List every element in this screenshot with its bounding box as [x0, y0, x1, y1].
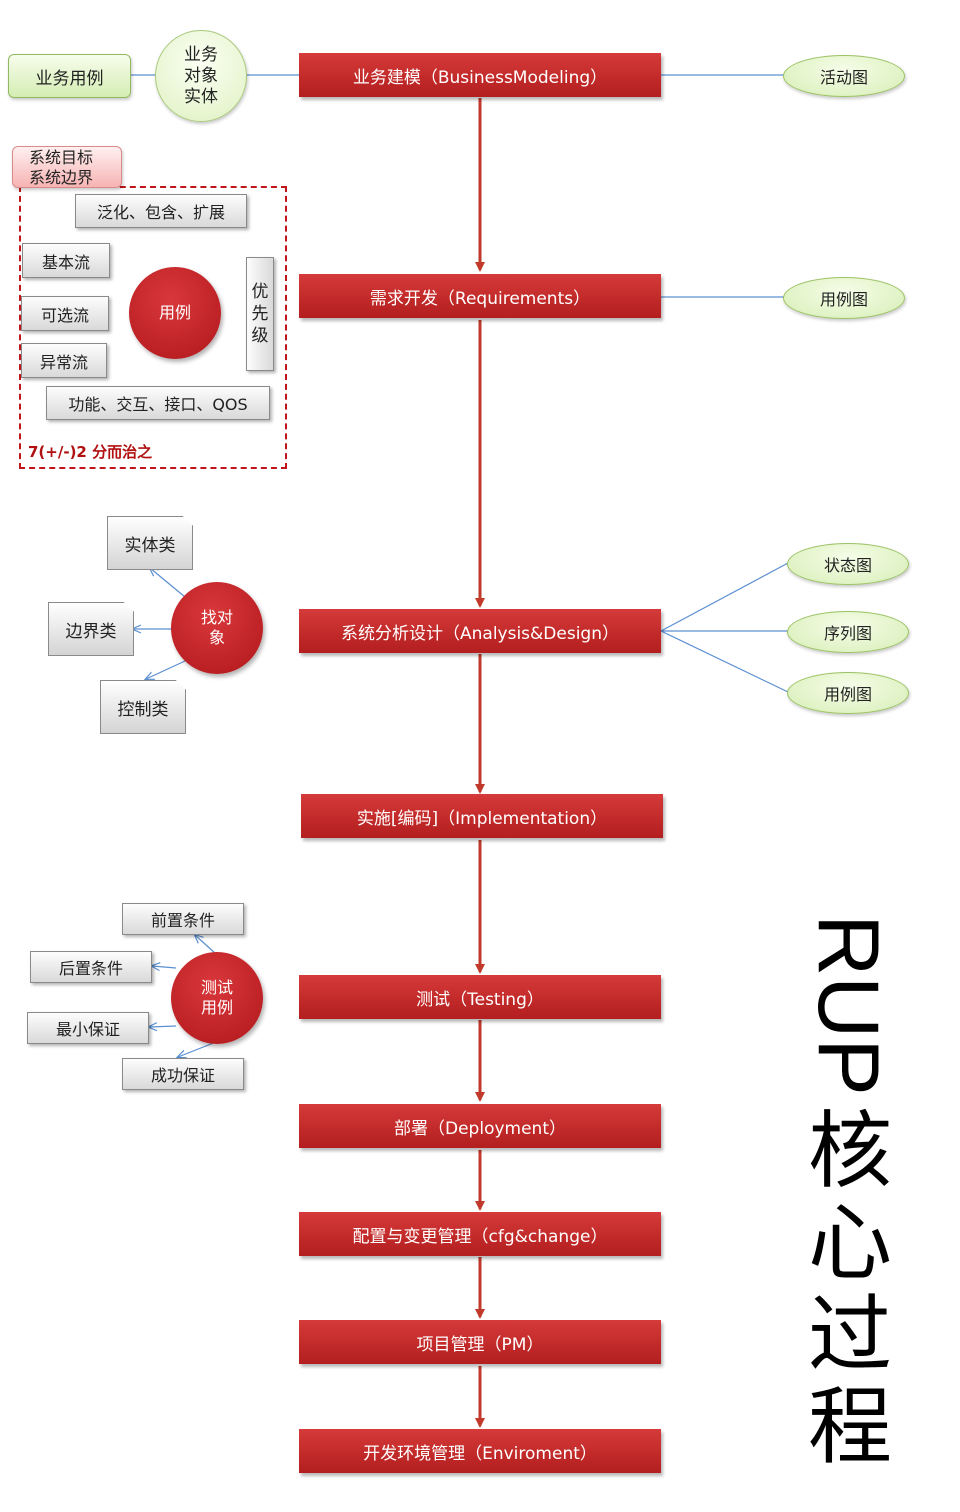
postcondition-box: 后置条件 [30, 951, 152, 983]
circle-line: 象 [208, 628, 225, 647]
stage-label: 测试（Testing） [416, 989, 544, 1010]
entity-line: 实体 [184, 86, 218, 107]
title-char: 程 [807, 1378, 892, 1476]
basic-flow-box: 基本流 [22, 243, 110, 278]
requirements-boundary [19, 186, 287, 469]
circle-line: 用例 [200, 998, 233, 1017]
diagram-connectors [660, 74, 789, 693]
stage-deployment: 部署（Deployment） [299, 1104, 661, 1148]
stage-requirements: 需求开发（Requirements） [299, 274, 661, 318]
stage-implementation: 实施[编码]（Implementation） [301, 794, 663, 838]
oval-label: 序列图 [823, 624, 872, 643]
circle-label: 用例 [158, 303, 191, 322]
pink-line: 系统边界 [29, 168, 94, 187]
oval-label: 活动图 [819, 68, 868, 87]
generalize-box: 泛化、包含、扩展 [75, 194, 247, 228]
circle-line: 测试 [200, 978, 233, 997]
stage-label: 配置与变更管理（cfg&change） [352, 1226, 608, 1247]
rup-core-process-title: RUP 核 心 过 程 [800, 905, 900, 1473]
circle-line: 找对 [200, 608, 233, 627]
priority-char: 级 [251, 326, 269, 346]
stage-label: 项目管理（PM） [416, 1334, 544, 1355]
find-objects-circle: 找对 象 [171, 582, 263, 674]
boundary-class-note: 边界类 [48, 602, 134, 656]
pink-line: 系统目标 [29, 148, 94, 167]
stage-project-management: 项目管理（PM） [299, 1320, 661, 1364]
priority-char: 先 [251, 304, 269, 324]
system-goal-box: 系统目标 系统边界 [12, 146, 122, 188]
usecase-circle: 用例 [129, 267, 221, 359]
oval-label: 状态图 [823, 556, 872, 575]
alternate-flow-box: 可选流 [21, 296, 109, 331]
stage-label: 部署（Deployment） [394, 1118, 566, 1139]
stage-label: 系统分析设计（Analysis&Design） [341, 623, 619, 644]
control-class-note: 控制类 [100, 680, 186, 734]
usecase-diagram-oval-2: 用例图 [787, 672, 909, 714]
stage-testing: 测试（Testing） [299, 975, 661, 1019]
box-label: 前置条件 [150, 911, 215, 930]
box-label: 成功保证 [150, 1066, 215, 1085]
title-rup: RUP [800, 914, 896, 1096]
business-usecase-box: 业务用例 [8, 54, 131, 98]
stage-config-change: 配置与变更管理（cfg&change） [299, 1212, 661, 1256]
title-char: 核 [807, 1102, 892, 1200]
box-label: 后置条件 [58, 959, 123, 978]
activity-diagram-oval: 活动图 [783, 55, 905, 97]
exception-flow-box: 异常流 [21, 343, 107, 378]
note-label: 实体类 [124, 535, 176, 556]
nfr-box: 功能、交互、接口、QOS [46, 386, 270, 420]
stage-label: 实施[编码]（Implementation） [356, 808, 608, 829]
box-label: 泛化、包含、扩展 [96, 203, 225, 222]
stage-label: 开发环境管理（Enviroment） [363, 1443, 597, 1464]
box-label: 基本流 [41, 252, 90, 272]
minimal-guarantee-box: 最小保证 [27, 1012, 149, 1044]
stage-environment: 开发环境管理（Enviroment） [299, 1429, 661, 1473]
stage-label: 需求开发（Requirements） [369, 288, 591, 309]
box-label: 业务用例 [35, 68, 104, 89]
test-case-circle: 测试 用例 [171, 952, 263, 1044]
business-entity-circle: 业务 对象 实体 [155, 30, 247, 122]
box-label: 异常流 [39, 352, 88, 372]
box-label: 最小保证 [55, 1020, 120, 1039]
stage-analysis-design: 系统分析设计（Analysis&Design） [299, 609, 661, 653]
oval-label: 用例图 [823, 685, 872, 704]
entity-class-note: 实体类 [107, 516, 193, 570]
note-label: 控制类 [117, 699, 169, 720]
state-diagram-oval: 状态图 [787, 543, 909, 585]
box-label: 可选流 [40, 305, 89, 325]
divide-conquer-text: 7(+/-)2 分而治之 [28, 443, 153, 461]
precondition-box: 前置条件 [122, 903, 244, 935]
title-char: 过 [807, 1286, 892, 1384]
success-guarantee-box: 成功保证 [122, 1058, 244, 1090]
priority-box: 优 先 级 [246, 257, 274, 371]
note-label: 边界类 [65, 621, 117, 642]
stage-business-modeling: 业务建模（BusinessModeling） [299, 53, 661, 97]
priority-char: 优 [251, 282, 269, 302]
usecase-diagram-oval: 用例图 [783, 277, 905, 319]
stage-label: 业务建模（BusinessModeling） [352, 67, 608, 88]
title-char: 心 [807, 1194, 892, 1292]
box-label: 功能、交互、接口、QOS [68, 395, 248, 414]
entity-line: 对象 [184, 65, 218, 86]
entity-line: 业务 [184, 44, 218, 65]
oval-label: 用例图 [819, 290, 868, 309]
sequence-diagram-oval: 序列图 [787, 611, 909, 653]
